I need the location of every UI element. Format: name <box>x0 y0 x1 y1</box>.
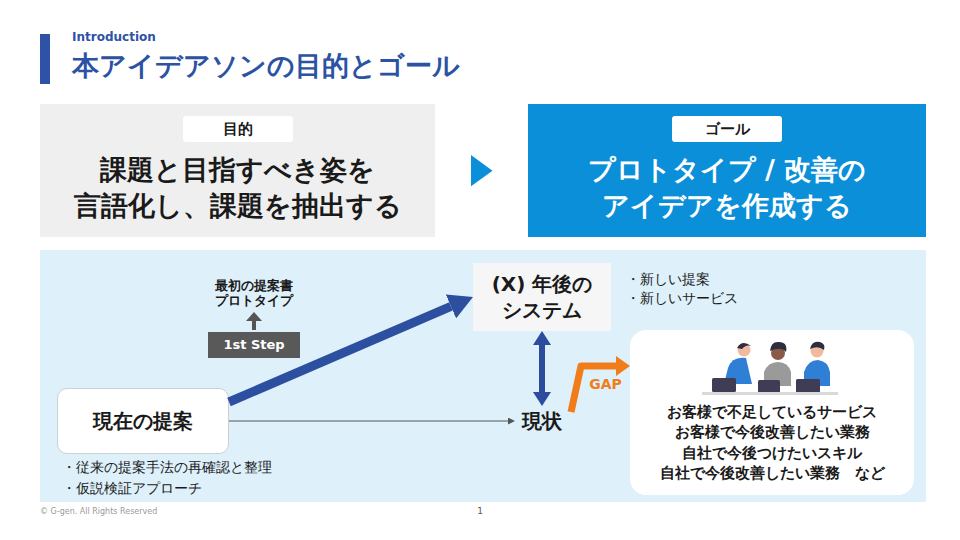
step-badge: 1st Step <box>208 332 300 358</box>
slide-title: 本アイデアソンの目的とゴール <box>72 48 460 83</box>
box-text: プロトタイプ / 改善の アイデアを作成する <box>544 152 910 223</box>
box-text: お客様で不足しているサービス お客様で今後改善したい業務 自社で今後つけたいスキ… <box>640 402 904 484</box>
timeline-arrow <box>229 421 508 422</box>
box-text: 1st Step <box>223 336 284 354</box>
future-system-box: (X) 年後の システム <box>473 263 611 331</box>
section-label: Introduction <box>72 30 272 44</box>
prototype-note: 最初の提案書 プロトタイプ <box>194 278 314 309</box>
goal-box: ゴールプロトタイプ / 改善の アイデアを作成する <box>528 104 926 237</box>
gap-double-arrow <box>539 345 545 392</box>
gap-examples-box: お客様で不足しているサービス お客様で今後改善したい業務 自社で今後つけたいスキ… <box>630 330 914 495</box>
box-heading: 目的 <box>183 116 293 142</box>
bullet-note: ・新しいサービス <box>626 289 826 307</box>
bullet-note: ・新しい提案 <box>626 270 826 288</box>
box-text: 現在の提案 <box>93 408 193 434</box>
box-text: 課題と目指すべき姿を 言語化し、課題を抽出する <box>56 152 419 223</box>
purpose-box: 目的課題と目指すべき姿を 言語化し、課題を抽出する <box>40 104 435 237</box>
box-heading: ゴール <box>672 116 782 142</box>
edge-label: GAP <box>589 376 622 393</box>
box-text: (X) 年後の システム <box>481 271 603 323</box>
bullet-note: ・仮説検証アプローチ <box>62 479 382 497</box>
box-text: 現状 <box>522 408 562 434</box>
current-proposal-box: 現在の提案 <box>57 388 229 454</box>
flow-triangle <box>437 170 526 171</box>
page-number: 1 <box>470 506 490 517</box>
current-state: 現状 <box>515 406 569 436</box>
bullet-note: ・従来の提案手法の再確認と整理 <box>62 458 382 476</box>
copyright: © G-gen. All Rights Reserved <box>40 507 240 517</box>
up-arrow <box>246 312 262 330</box>
title-bar <box>40 34 50 84</box>
